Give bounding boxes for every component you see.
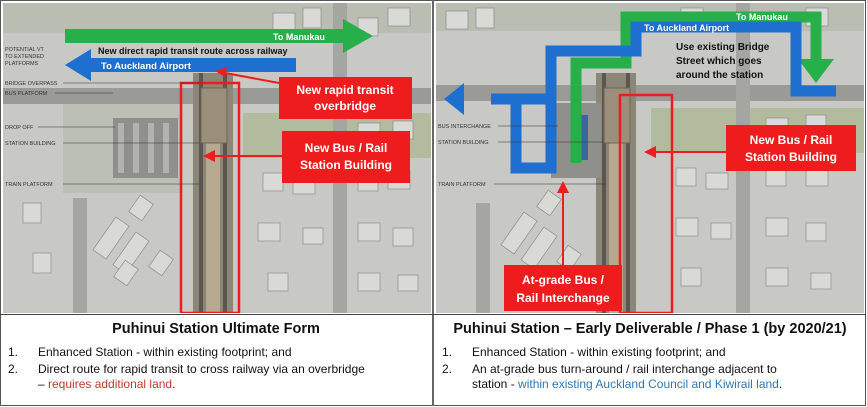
- list-number: 2.: [442, 362, 453, 376]
- side-label: STATION BUILDING: [5, 141, 56, 147]
- station-building-callout: New Bus / Rail Station Building: [644, 125, 856, 171]
- airport-arrowhead: [444, 83, 464, 115]
- caption-divider: [0, 314, 866, 315]
- panel-divider: [432, 0, 434, 406]
- list-text: station -: [472, 377, 519, 391]
- station-building-callout: New Bus / Rail Station Building: [203, 131, 410, 183]
- side-label: DROP OFF: [5, 125, 34, 131]
- callout-text: New Bus / Rail: [750, 133, 833, 147]
- interchange-callout: At-grade Bus / Rail Interchange: [504, 181, 622, 311]
- callout-text: overbridge: [314, 99, 376, 113]
- callout-text: Station Building: [745, 150, 837, 164]
- left-caption: Puhinui Station Ultimate Form 1. Enhanced…: [0, 316, 432, 404]
- side-label: BUS INTERCHANGE: [438, 124, 491, 130]
- right-blue-label: To Auckland Airport: [644, 23, 729, 33]
- manukau-arrowhead: [798, 59, 834, 83]
- to-auckland-airport-arrow: To Auckland Airport: [65, 49, 296, 81]
- list-item: 1. Enhanced Station - within existing foo…: [434, 345, 866, 360]
- station-area-outline: [618, 93, 674, 313]
- left-green-label: To Manukau: [273, 32, 325, 42]
- side-label: PLATFORMS: [5, 61, 39, 67]
- list-item: 2. Direct route for rapid transit to cros…: [0, 362, 432, 392]
- side-label: STATION BUILDING: [438, 140, 489, 146]
- to-manukau-route: [570, 11, 822, 163]
- callout-text: New Bus / Rail: [305, 141, 388, 155]
- to-auckland-airport-route: [491, 21, 836, 174]
- to-manukau-arrow: To Manukau: [65, 19, 373, 53]
- requires-land-text: requires additional land: [48, 377, 173, 391]
- list-number: 2.: [8, 362, 19, 376]
- list-item: 1. Enhanced Station - within existing foo…: [0, 345, 432, 360]
- list-number: 1.: [8, 345, 19, 359]
- list-text: Direct route for rapid transit to cross …: [38, 362, 365, 376]
- list-text: –: [38, 377, 49, 391]
- callout-text: Rail Interchange: [516, 291, 610, 305]
- side-label: TRAIN PLATFORM: [5, 182, 53, 188]
- left-blue-label: To Auckland Airport: [101, 61, 192, 72]
- station-area-outline: [179, 81, 241, 313]
- bridge-note: Use existing Bridge: [676, 42, 770, 53]
- bridge-note: Street which goes: [676, 56, 762, 67]
- route-label: New direct rapid transit route across ra…: [98, 46, 288, 56]
- list-text: Enhanced Station - within existing footp…: [38, 345, 292, 359]
- right-caption: Puhinui Station – Early Deliverable / Ph…: [434, 316, 866, 404]
- existing-land-text: within existing Auckland Council and Kiw…: [518, 377, 779, 391]
- bridge-note: around the station: [676, 70, 763, 81]
- overbridge-callout: New rapid transit overbridge: [215, 67, 412, 119]
- left-site-plan: To Manukau To Auckland Airport New direc…: [3, 3, 431, 313]
- right-caption-list: 1. Enhanced Station - within existing foo…: [434, 345, 866, 392]
- side-label: TO EXTENDED: [5, 54, 44, 60]
- list-text: .: [778, 377, 783, 391]
- right-site-plan: To Manukau To Auckland Airport Use exist…: [436, 3, 864, 313]
- callout-text: Station Building: [300, 158, 392, 172]
- left-caption-title: Puhinui Station Ultimate Form: [112, 321, 320, 337]
- list-number: 1.: [442, 345, 453, 359]
- list-item: 2. An at-grade bus turn-around / rail int…: [434, 362, 866, 392]
- callout-text: New rapid transit: [296, 83, 393, 97]
- side-label: POTENTIAL VT: [5, 47, 45, 53]
- right-caption-title: Puhinui Station – Early Deliverable / Ph…: [453, 321, 847, 337]
- side-label: BUS PLATFORM: [5, 91, 48, 97]
- list-text: Enhanced Station - within existing footp…: [472, 345, 726, 359]
- list-text: An at-grade bus turn-around / rail inter…: [472, 362, 777, 376]
- side-label: BRIDGE OVERPASS: [5, 81, 58, 87]
- callout-text: At-grade Bus /: [522, 273, 605, 287]
- right-green-label: To Manukau: [736, 12, 788, 22]
- left-caption-list: 1. Enhanced Station - within existing foo…: [0, 345, 432, 392]
- list-text: .: [172, 377, 176, 391]
- side-label: TRAIN PLATFORM: [438, 182, 486, 188]
